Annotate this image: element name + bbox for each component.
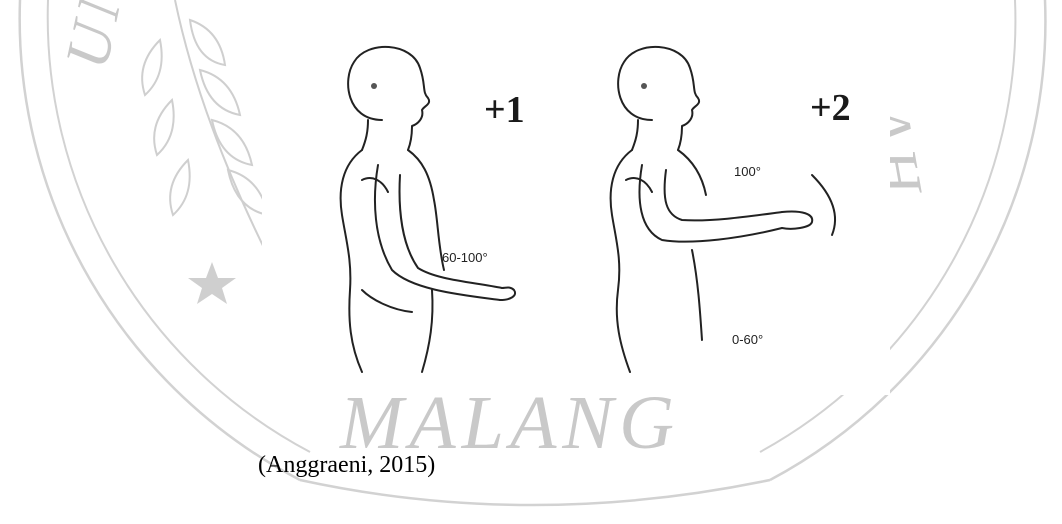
score-plus-one: +1 [484,88,525,132]
score-plus-two: +2 [810,86,851,130]
angle-label-60-100: 60-100° [442,250,488,265]
angle-label-0-60: 0-60° [732,332,763,347]
posture-figure: +1 60-100° +2 100° 0-60° [262,0,890,395]
figure-caption: (Anggraeni, 2015) [258,452,435,479]
star-icon [188,262,236,304]
angle-label-100: 100° [734,164,761,179]
posture-illustration [262,0,890,395]
